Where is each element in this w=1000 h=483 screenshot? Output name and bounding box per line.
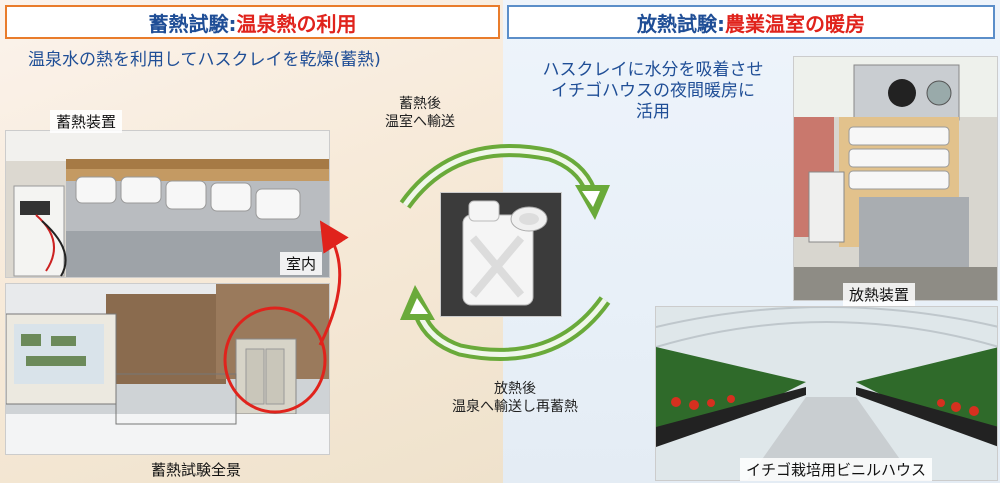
heat-release-desc-line3: 活用 [636, 102, 670, 122]
container-icon [441, 193, 561, 316]
heat-storage-subtitle: 温泉水の熱を利用してハスクレイを乾燥(蓄熱) [28, 50, 381, 70]
hasclay-container-photo [440, 192, 562, 317]
heat-release-desc-line2: イチゴハウスの夜間暖房に [551, 81, 755, 101]
enclosure-highlight-circle [223, 306, 327, 414]
heat-release-desc-line1: ハスクレイに水分を吸着させ [542, 60, 764, 80]
heat-release-header-emphasis: 農業温室の暖房 [725, 11, 865, 36]
heat-release-description: ハスクレイに水分を吸着させ イチゴハウスの夜間暖房に 活用 [528, 60, 778, 123]
indoor-pointer-arrow [318, 220, 349, 346]
heat-release-header-prefix: 放熱試験: [637, 11, 725, 36]
overview-illustration [6, 284, 329, 454]
transfer-top-line1: 蓄熱後 [399, 96, 441, 112]
heat-storage-header-emphasis: 温泉熱の利用 [236, 11, 357, 36]
transfer-bottom-line1: 放熱後 [494, 381, 536, 397]
transfer-top-line2: 温室へ輸送 [385, 114, 455, 130]
transfer-to-hotspring-label: 放熱後 温泉へ輸送し再蓄熱 [440, 380, 590, 416]
indoor-label: 室内 [280, 252, 323, 275]
heat-storage-device-label: 蓄熱装置 [50, 110, 123, 133]
heat-storage-device-photo [5, 130, 330, 278]
indoor-highlight-overlay [223, 220, 349, 414]
strawberry-greenhouse-label: イチゴ栽培用ビニルハウス [740, 458, 933, 481]
transfer-bottom-line2: 温泉へ輸送し再蓄熱 [452, 399, 578, 415]
cycle-arrows [399, 144, 611, 361]
heat-storage-header: 蓄熱試験: 温泉熱の利用 [5, 5, 500, 39]
heat-storage-overview-label: 蓄熱試験全景 [151, 461, 242, 479]
heat-release-device-label: 放熱装置 [843, 283, 916, 306]
transfer-to-greenhouse-label: 蓄熱後 温室へ輸送 [370, 95, 470, 131]
heat-release-device-illustration [794, 57, 997, 300]
greenhouse-illustration [656, 307, 997, 480]
heat-storage-header-prefix: 蓄熱試験: [148, 11, 237, 36]
strawberry-greenhouse-photo [655, 306, 998, 481]
heat-storage-device-illustration [6, 131, 329, 277]
heat-release-device-photo [793, 56, 998, 301]
heat-storage-overview-photo [5, 283, 330, 455]
heat-release-header: 放熱試験: 農業温室の暖房 [507, 5, 995, 39]
